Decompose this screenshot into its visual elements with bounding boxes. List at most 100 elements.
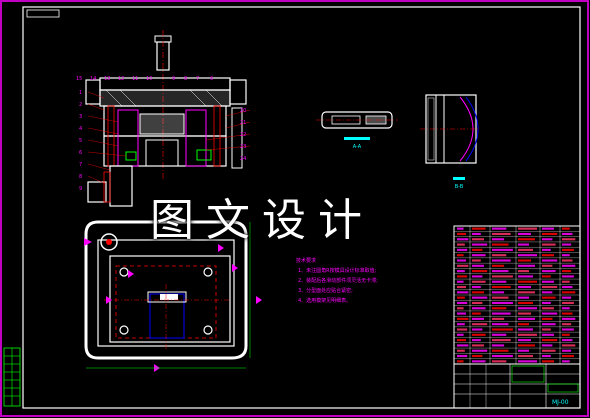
bom-cell [492,317,505,320]
svg-text:7: 7 [196,76,199,82]
bom-cell [492,349,509,352]
bom-cell [562,254,570,257]
bom-cell [542,344,553,347]
title-block: MJ-00 [453,363,581,409]
bom-cell [542,339,558,342]
svg-text:6: 6 [210,76,213,82]
bom-cell [472,275,483,278]
bom-cell [542,301,551,305]
svg-text:4: 4 [79,126,82,132]
bom-cell [457,248,468,251]
bom-cell [492,328,513,331]
bom-cell [457,270,465,273]
bom-cell [472,323,488,326]
bom-cell [562,264,576,267]
section-label-a-text: A-A [353,144,362,150]
bom-cell [472,291,484,294]
bom-cell [492,280,507,283]
drawing-frame [22,6,581,409]
tech-req-title: 技术要求 [296,257,316,264]
bom-cell [562,270,572,273]
drawing-number: MJ-00 [552,399,569,406]
bom-cell [518,243,529,246]
bom-cell [457,291,469,294]
bom-cell [562,291,576,294]
bom-cell [542,232,558,236]
bom-cell [457,323,465,326]
bom-cell [562,248,574,251]
bom-cell [542,328,551,331]
bom-cell [492,312,511,315]
bom-cell [457,280,464,283]
bom-cell [542,227,554,230]
bom-cell [492,238,505,241]
bom-cell [562,238,576,241]
bom-cell [562,296,572,299]
bom-cell [472,328,483,331]
bom-cell [562,354,574,358]
bom-cell [542,360,554,363]
bom-cell [518,333,537,336]
bom-cell [562,333,570,336]
bom-cell [562,328,574,331]
bom-cell [457,344,469,347]
bom-cell [492,259,511,262]
bom-cell [492,301,513,305]
bom-cell [492,323,509,326]
bom-cell [472,280,486,283]
bom-cell [457,307,464,310]
bom-cell [518,312,531,315]
bom-cell [457,232,466,236]
bom-cell [472,317,484,320]
bom-cell [518,328,533,331]
bom-cell [518,354,533,358]
svg-text:1: 1 [79,90,82,96]
bom-cell [457,227,464,230]
svg-text:9: 9 [79,186,82,192]
svg-text:14: 14 [90,76,96,82]
bom-cell [562,280,570,283]
svg-text:3: 3 [79,114,82,120]
bom-cell [518,238,535,241]
bom-cell [562,227,570,230]
tech-req-item-1: 1、未注圆角R按模具设计标准取值; [298,267,377,274]
bom-cell [472,254,486,257]
bom-cell [542,307,554,310]
bom-cell [562,312,573,315]
bom-cell [457,349,465,352]
bom-cell [518,254,537,257]
bom-cell [518,344,535,347]
watermark: 图文设计 [150,195,374,246]
tech-req-item-3: 3、分型面处应贴合紧密; [298,287,353,294]
bom-cell [562,275,574,278]
svg-text:8: 8 [79,174,82,180]
bom-cell [472,339,481,342]
bom-cell [542,275,551,278]
bom-cell [562,360,570,363]
bom-cell [457,285,466,289]
svg-text:2: 2 [79,102,82,108]
bom-cell [472,360,486,363]
section-label-b-text: B-B [455,184,464,190]
bom-cell [457,312,466,315]
bom-cell [542,285,558,289]
bom-cell [492,285,511,289]
bom-cell [492,243,509,246]
bom-cell [562,323,572,326]
bom-cell [492,232,511,236]
bom-cell [518,317,535,320]
bom-cell [492,291,505,294]
side-detail-view: B-B [420,94,480,190]
bom-cell [518,285,531,289]
bom-cell [457,339,466,342]
bom-cell [542,254,554,257]
bom-cell [562,285,573,289]
bom-cell [472,349,488,352]
bom-cell [492,270,509,273]
bom-cell [562,349,572,352]
frame-corner-tab [26,9,60,18]
svg-text:24: 24 [240,156,246,162]
bom-cell [472,264,484,267]
bom-cell [457,354,468,358]
